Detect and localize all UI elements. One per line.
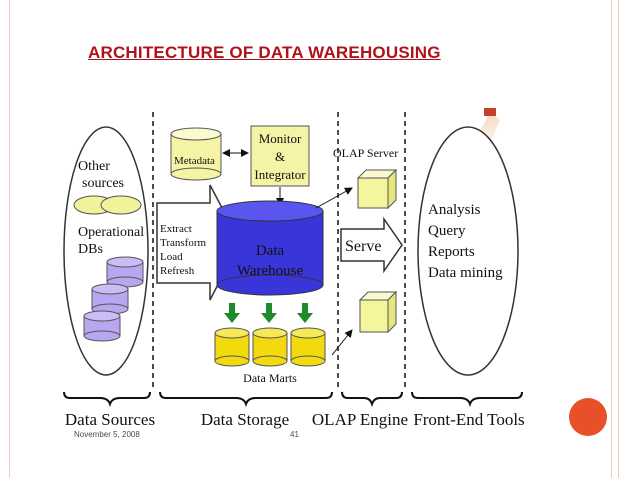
etl-step-extract: Extract: [160, 223, 192, 235]
warehouse-label-2: Warehouse: [237, 263, 304, 279]
other-sources-label-2: sources: [82, 176, 124, 191]
tool-reports: Reports: [428, 244, 475, 260]
operational-dbs-label-1: Operational: [78, 225, 144, 240]
tool-data-mining: Data mining: [428, 265, 503, 281]
monitor-label-1: Monitor: [259, 131, 302, 146]
etl-step-load: Load: [160, 251, 183, 263]
olap-server-label: OLAP Server: [333, 146, 398, 160]
brace-olap-engine: [341, 391, 403, 408]
slide-title: ARCHITECTURE OF DATA WAREHOUSING: [88, 43, 441, 62]
metadata-cylinder: [170, 127, 222, 181]
tier-olap-engine: OLAP Engine: [312, 410, 408, 429]
operational-db-cylinder: [83, 310, 121, 342]
warehouse-olap-link: [315, 187, 353, 209]
operational-db-cylinder: [106, 256, 144, 288]
olap-cube: [356, 168, 398, 210]
olap-cube: [358, 290, 398, 334]
data-warehouse-cylinder: [216, 200, 324, 296]
data-mart-cylinder: [252, 327, 288, 367]
tool-query: Query: [428, 223, 466, 239]
etl-step-transform: Transform: [160, 237, 206, 249]
data-mart-cylinder: [290, 327, 326, 367]
marts-olap-link: [331, 329, 353, 356]
other-sources-label-1: Other: [78, 159, 110, 174]
tier-data-sources: Data Sources: [65, 410, 155, 429]
footer-date: November 5, 2008: [74, 430, 140, 439]
brace-data-storage: [159, 391, 333, 408]
serve-label: Serve: [345, 238, 381, 255]
etl-step-refresh: Refresh: [160, 265, 195, 277]
operational-db-cylinder: [91, 283, 129, 315]
left-border-line: [9, 0, 10, 478]
metadata-label: Metadata: [174, 155, 215, 167]
tier-front-end-tools: Front-End Tools: [413, 410, 524, 429]
brace-front-end-tools: [411, 391, 523, 408]
tool-analysis: Analysis: [428, 202, 481, 218]
down-arrow-icon: [261, 303, 277, 323]
right-border-line-outer: [618, 0, 619, 478]
sources-ellipse: [63, 126, 149, 376]
monitor-label-3: Integrator: [254, 167, 306, 182]
front-end-tools-ellipse: [417, 126, 519, 376]
other-source-disk: [100, 195, 142, 215]
brace-data-sources: [63, 391, 151, 408]
monitor-integrator-box: [250, 125, 310, 187]
serve-arrow: [340, 216, 403, 274]
right-border-line: [611, 0, 612, 478]
down-arrow-icon: [224, 303, 240, 323]
operational-dbs-label-2: DBs: [78, 242, 103, 257]
footer-page-number: 41: [290, 430, 299, 439]
lamp-decoration: [484, 108, 496, 116]
monitor-label-2: &: [275, 149, 285, 164]
tier-data-storage: Data Storage: [201, 410, 289, 429]
data-marts-label: Data Marts: [243, 371, 297, 385]
down-arrow-icon: [297, 303, 313, 323]
decorative-dot: [569, 398, 607, 436]
data-mart-cylinder: [214, 327, 250, 367]
warehouse-label-1: Data: [256, 243, 285, 259]
